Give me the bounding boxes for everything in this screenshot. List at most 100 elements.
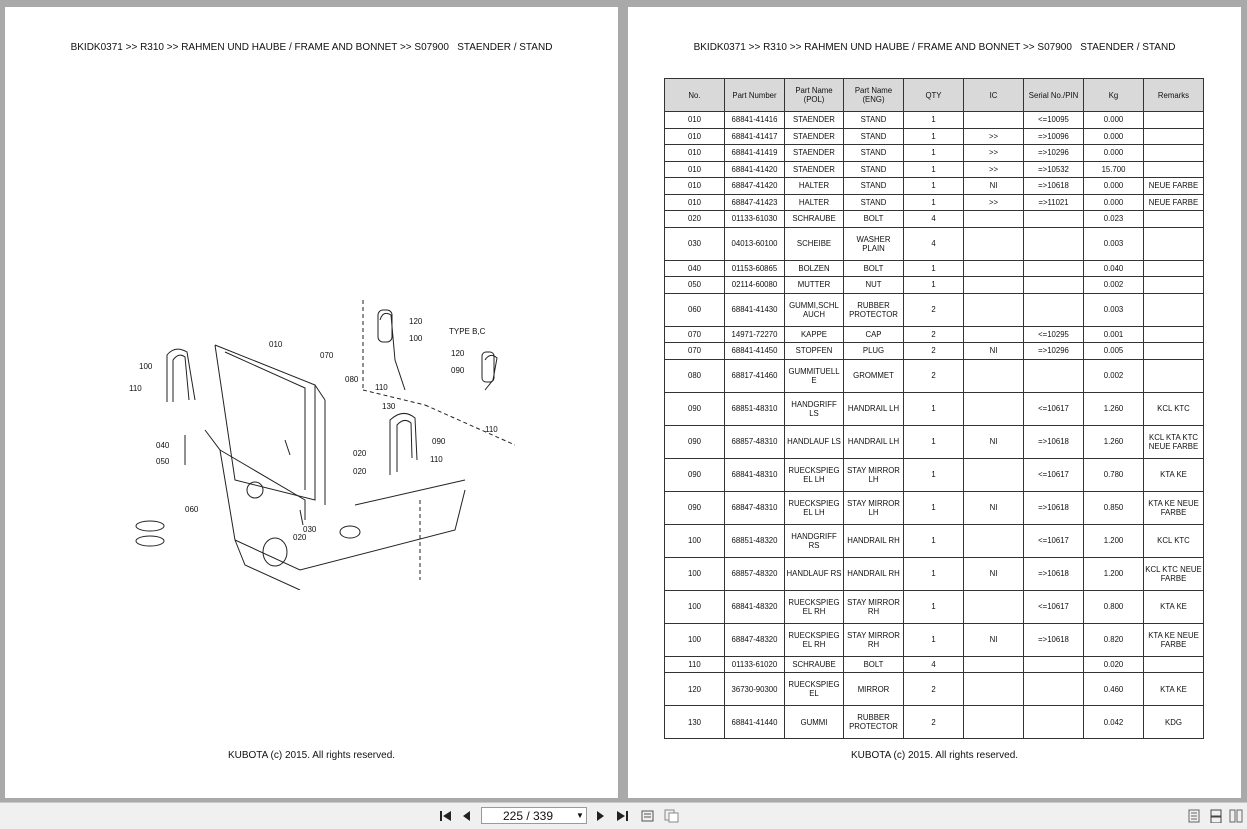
cell-kg: 0.820 — [1083, 622, 1144, 657]
single-page-icon — [1188, 809, 1200, 823]
col-header-part-name-eng: Part Name (ENG) — [843, 78, 904, 112]
cell-remarks — [1143, 342, 1204, 360]
next-page-button[interactable] — [592, 808, 608, 824]
cell-qty: 4 — [903, 226, 964, 261]
cell-kg: 0.000 — [1083, 144, 1144, 162]
cell-qty: 1 — [903, 193, 964, 211]
cell-no: 070 — [664, 342, 725, 360]
cell-kg: 1.260 — [1083, 391, 1144, 426]
cell-no: 090 — [664, 490, 725, 525]
cell-kg: 0.000 — [1083, 193, 1144, 211]
cell-serial: =>10532 — [1023, 160, 1084, 178]
cell-ic — [963, 226, 1024, 261]
cell-part-name-eng: HANDRAIL RH — [843, 523, 904, 558]
cell-kg: 1.200 — [1083, 523, 1144, 558]
col-header-no: No. — [664, 78, 725, 112]
cell-qty: 1 — [903, 276, 964, 294]
cell-remarks: NEUE FARBE — [1143, 177, 1204, 195]
cell-ic — [963, 523, 1024, 558]
facing-view-button[interactable] — [1228, 808, 1244, 824]
cell-no: 010 — [664, 127, 725, 145]
cell-no: 130 — [664, 705, 725, 739]
cell-remarks: KCL KTA KTC NEUE FARBE — [1143, 424, 1204, 459]
cell-serial — [1023, 672, 1084, 706]
cell-no: 100 — [664, 589, 725, 624]
page-number-select[interactable]: 225 / 339 ▼ — [481, 807, 587, 824]
cell-serial: <=10617 — [1023, 523, 1084, 558]
cell-part-number: 68817-41460 — [724, 358, 785, 393]
cell-kg: 1.260 — [1083, 424, 1144, 459]
cell-part-number: 01133-61030 — [724, 210, 785, 228]
cell-qty: 1 — [903, 523, 964, 558]
cell-part-number: 68841-41419 — [724, 144, 785, 162]
cell-ic: >> — [963, 144, 1024, 162]
cell-qty: 1 — [903, 127, 964, 145]
cell-remarks — [1143, 111, 1204, 129]
facing-pages-icon — [1229, 809, 1243, 823]
cell-no: 110 — [664, 655, 725, 673]
page-indicator: 225 / 339 — [502, 808, 554, 823]
cell-part-name-eng: MIRROR — [843, 672, 904, 706]
label-100-top: 100 — [409, 334, 423, 343]
cell-remarks — [1143, 144, 1204, 162]
cell-remarks — [1143, 325, 1204, 343]
cell-serial: =>11021 — [1023, 193, 1084, 211]
cell-kg: 0.003 — [1083, 292, 1144, 327]
cell-kg: 0.002 — [1083, 276, 1144, 294]
cell-serial: =>10618 — [1023, 424, 1084, 459]
cell-ic — [963, 589, 1024, 624]
previous-page-icon — [463, 811, 470, 821]
cell-ic — [963, 210, 1024, 228]
cell-no: 100 — [664, 622, 725, 657]
next-page-icon — [597, 811, 604, 821]
cell-part-name-eng: GROMMET — [843, 358, 904, 393]
cell-part-number: 68841-41416 — [724, 111, 785, 129]
cell-qty: 1 — [903, 160, 964, 178]
cell-part-name-pol: RUECKSPIEG EL RH — [784, 622, 844, 657]
cell-no: 120 — [664, 672, 725, 706]
cell-part-name-eng: CAP — [843, 325, 904, 343]
single-page-view-button[interactable] — [1186, 808, 1202, 824]
two-page-view-button[interactable] — [664, 808, 680, 824]
right-page: BKIDK0371 >> R310 >> RAHMEN UND HAUBE / … — [628, 7, 1241, 798]
right-page-header: BKIDK0371 >> R310 >> RAHMEN UND HAUBE / … — [693, 42, 1176, 53]
first-page-button[interactable] — [438, 808, 454, 824]
cell-part-number: 01133-61020 — [724, 655, 785, 673]
cell-serial: =>10296 — [1023, 144, 1084, 162]
cell-serial: <=10617 — [1023, 457, 1084, 492]
fit-page-button[interactable] — [640, 808, 656, 824]
continuous-view-button[interactable] — [1208, 808, 1224, 824]
cell-ic — [963, 358, 1024, 393]
cell-remarks: NEUE FARBE — [1143, 193, 1204, 211]
cell-serial: <=10095 — [1023, 111, 1084, 129]
cell-ic: NI — [963, 556, 1024, 591]
last-page-button[interactable] — [614, 808, 630, 824]
cell-part-name-pol: BOLZEN — [784, 259, 844, 277]
cell-part-number: 04013-60100 — [724, 226, 785, 261]
cell-part-name-eng: STAY MIRROR RH — [843, 622, 904, 657]
cell-kg: 0.040 — [1083, 259, 1144, 277]
cell-serial — [1023, 210, 1084, 228]
col-header-remarks: Remarks — [1143, 78, 1204, 112]
cell-serial — [1023, 259, 1084, 277]
cell-serial — [1023, 226, 1084, 261]
cell-kg: 0.850 — [1083, 490, 1144, 525]
parts-exploded-diagram: TYPE B,C 010 070 080 100 110 120 100 110… — [129, 300, 516, 590]
cell-part-number: 68841-41430 — [724, 292, 785, 327]
left-page: BKIDK0371 >> R310 >> RAHMEN UND HAUBE / … — [5, 7, 618, 798]
previous-page-button[interactable] — [459, 808, 475, 824]
cell-kg: 15.700 — [1083, 160, 1144, 178]
cell-part-number: 02114-60080 — [724, 276, 785, 294]
label-110-lower: 110 — [430, 455, 443, 464]
cell-qty: 1 — [903, 490, 964, 525]
cell-serial — [1023, 292, 1084, 327]
